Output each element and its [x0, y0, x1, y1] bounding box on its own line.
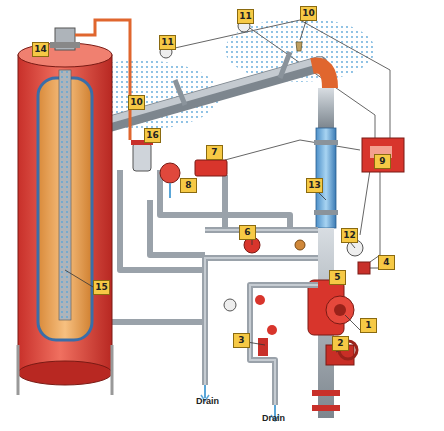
callout-number: 16 — [144, 128, 161, 143]
callout-number: 5 — [329, 270, 346, 285]
callout-number: 8 — [180, 178, 197, 193]
callout-number: 11 — [159, 35, 176, 50]
callout-number: 1 — [360, 318, 377, 333]
callout-number: 2 — [332, 336, 349, 351]
callout-number: 15 — [93, 280, 110, 295]
callout-number: 13 — [306, 178, 323, 193]
drain-label: Drain — [262, 413, 285, 424]
callout-number: 10 — [128, 95, 145, 110]
callout-number: 11 — [237, 9, 254, 24]
callout-number: 9 — [374, 154, 391, 169]
callout-number: 12 — [341, 228, 358, 243]
callout-number: 14 — [32, 42, 49, 57]
callout-number: 10 — [300, 6, 317, 21]
callout-number: 4 — [378, 255, 395, 270]
callout-number: 3 — [233, 333, 250, 348]
callout-number: 7 — [206, 145, 223, 160]
callout-number: 6 — [239, 225, 256, 240]
drain-label: Drain — [196, 396, 219, 407]
